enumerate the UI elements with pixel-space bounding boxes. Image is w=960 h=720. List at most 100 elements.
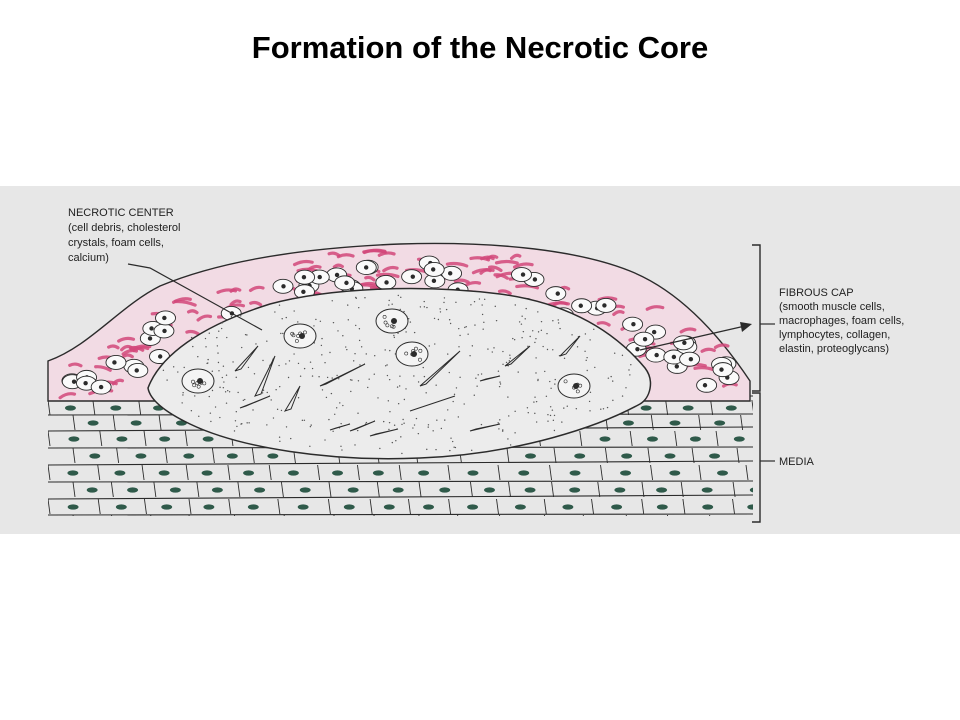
media-cell-boundary [508,481,511,498]
fibrous-cap-detail: elastin, proteoglycans) [779,343,889,355]
collagen-fiber [107,344,120,350]
media-cell-boundary [549,464,552,481]
smooth-muscle-nucleus [332,470,344,476]
smooth-muscle-nucleus [562,504,574,510]
smooth-muscle-nucleus [574,453,586,459]
cap-cell [401,269,423,285]
collagen-fiber [515,284,540,290]
media-layer [48,395,753,516]
media-cell-boundary [469,481,473,498]
smooth-muscle-nucleus [646,436,658,442]
media-cell-boundary [48,460,753,466]
smooth-muscle-nucleus [689,436,701,442]
media-cell-boundary [188,498,192,515]
necrotic-center-detail: (cell debris, cholesterol [68,222,181,234]
collagen-fiber [173,299,197,307]
smooth-muscle-nucleus [202,436,214,442]
media-cell-boundary [327,498,331,515]
cap-cell [375,275,397,290]
media-cell-boundary [682,498,686,515]
smooth-muscle-nucleus [467,504,479,510]
cap-cell [633,331,655,347]
smooth-muscle-nucleus [87,420,99,426]
cholesterol-crystal [234,345,259,372]
smooth-muscle-nucleus [467,470,479,476]
media-cell-boundary [211,447,215,464]
cap-cell [149,349,170,364]
cap-cell [622,316,644,332]
necrotic-center-leader-line [127,263,263,331]
cholesterol-crystal [419,350,461,387]
necrotic-core-debris [162,294,632,455]
cholesterol-crystal [329,423,351,431]
collagen-fiber [185,329,200,336]
media-cell-boundary [736,447,740,464]
media-cell-boundary [732,498,735,515]
collagen-fiber [382,265,399,273]
foam-cell [395,341,429,367]
smooth-muscle-nucleus [518,470,530,476]
collagen-fiber [693,366,716,372]
cholesterol-crystal [469,423,501,432]
cap-cell [679,351,701,367]
smooth-muscle-nucleus [714,420,726,426]
cap-cell [355,260,377,275]
smooth-muscle-nucleus [640,405,652,411]
media-cell-boundary [317,464,321,481]
smooth-muscle-nucleus [733,436,745,442]
smooth-muscle-nucleus [524,453,536,459]
media-cell-boundary [72,414,76,431]
media-bracket [752,392,761,523]
collagen-fiber [248,285,265,293]
smooth-muscle-nucleus [135,453,147,459]
collagen-fiber [229,299,242,306]
smooth-muscle-nucleus [614,487,626,493]
plaque-diagram: NECROTIC CENTER (cell debris, cholestero… [0,186,960,534]
media-cell-boundary [268,464,272,481]
cap-cell [334,275,356,291]
media-cell-boundary [184,430,188,447]
smooth-muscle-nucleus [116,436,128,442]
smooth-muscle-nucleus [514,504,526,510]
media-cell-boundary [715,430,719,447]
smooth-muscle-nucleus [243,470,255,476]
slide-title: Formation of the Necrotic Core [251,30,709,65]
fibrous-cap-arrowhead [740,322,752,332]
media-cell-boundary [691,447,695,464]
smooth-muscle-nucleus [67,470,79,476]
collagen-fiber [216,288,238,294]
smooth-muscle-nucleus [64,405,76,411]
media-cell-boundary [112,414,116,431]
smooth-muscle-nucleus [299,487,311,493]
smooth-muscle-nucleus [701,487,713,493]
media-cell-boundary [448,498,452,515]
smooth-muscle-nucleus [254,487,266,493]
collagen-fiber [679,327,697,334]
smooth-muscle-nucleus [749,487,753,493]
media-cell-boundary [710,399,714,416]
media-cell-boundary [164,447,168,464]
cap-cell [511,267,532,283]
collagen-fiber [377,251,396,257]
cholesterol-crystal [239,395,271,409]
cholesterol-crystal [283,385,301,412]
smooth-muscle-nucleus [611,504,623,510]
collagen-fiber [129,344,152,352]
smooth-muscle-nucleus [130,420,142,426]
media-cell-boundary [277,498,281,515]
cap-cell [595,297,617,313]
media-heading: MEDIA [779,456,815,468]
collagen-fiber [375,272,400,279]
cap-cell [294,269,316,285]
smooth-muscle-nucleus [343,504,355,510]
smooth-muscle-nucleus [669,470,681,476]
cap-cell [712,362,734,378]
smooth-muscle-nucleus [203,504,215,510]
media-cell-boundary [99,430,103,447]
media-cell-boundary [48,513,753,516]
media-cell-boundary [138,399,142,416]
collagen-fiber [196,314,213,322]
smooth-muscle-nucleus [656,504,668,510]
cap-cell [127,363,149,378]
smooth-muscle-nucleus [569,487,581,493]
